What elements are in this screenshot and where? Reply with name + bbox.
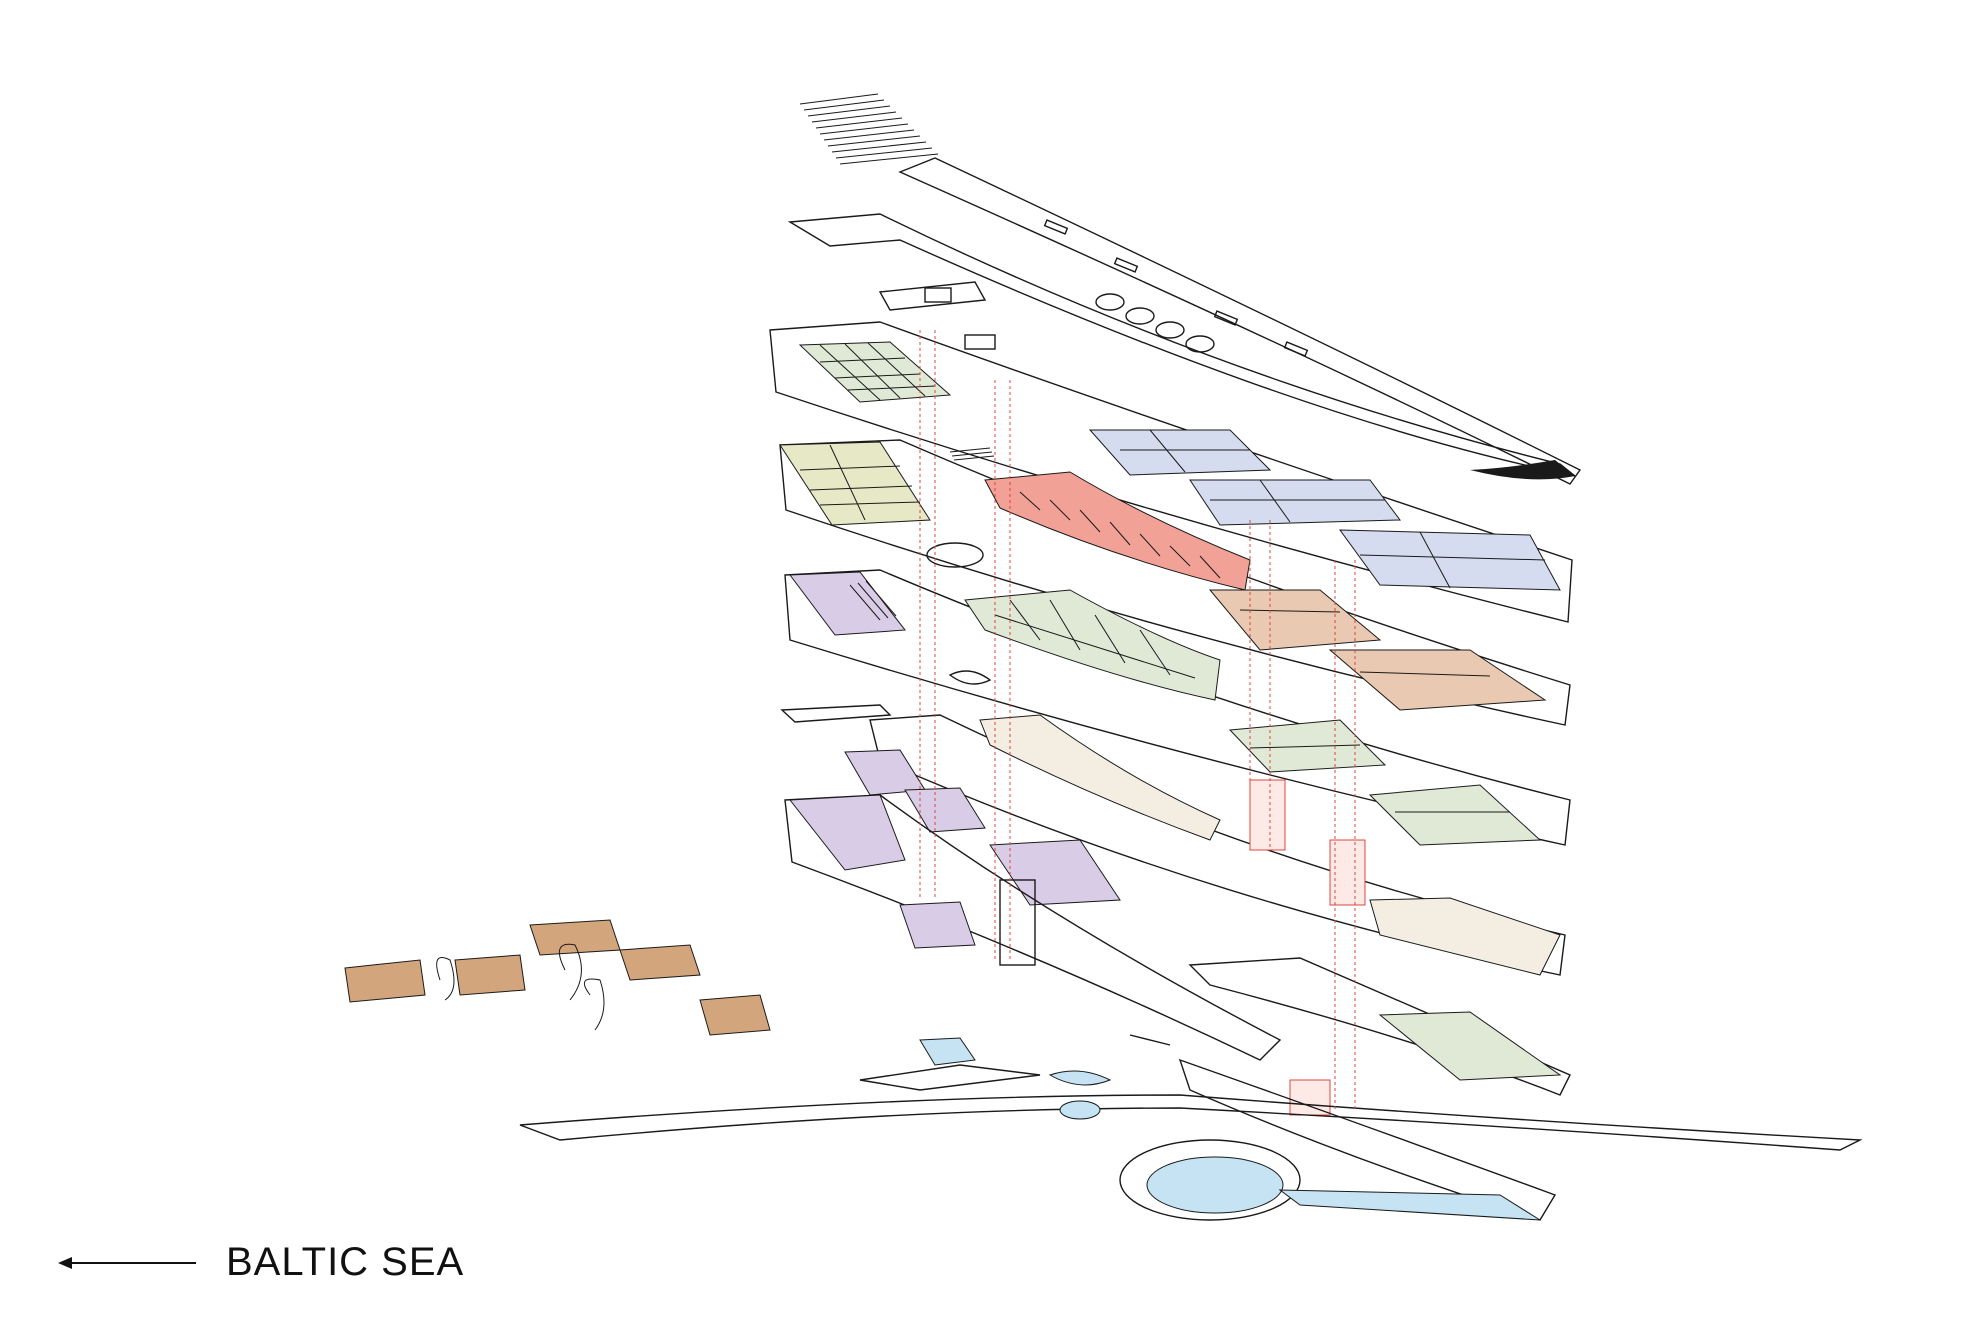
- level-3: [780, 704, 1566, 976]
- level-5: [779, 439, 1571, 726]
- level-4: [784, 569, 1571, 846]
- ground-level: [519, 1034, 1863, 1221]
- direction-label: BALTIC SEA: [226, 1240, 465, 1284]
- roof-slab: [787, 157, 1582, 485]
- roof-louvers: [799, 93, 939, 165]
- direction-legend: BALTIC SEA: [56, 1240, 464, 1285]
- left-arrow-icon: [58, 1256, 196, 1269]
- villas: [344, 919, 771, 1036]
- vertical-cores: [919, 330, 1356, 1110]
- level-6: [769, 281, 1573, 623]
